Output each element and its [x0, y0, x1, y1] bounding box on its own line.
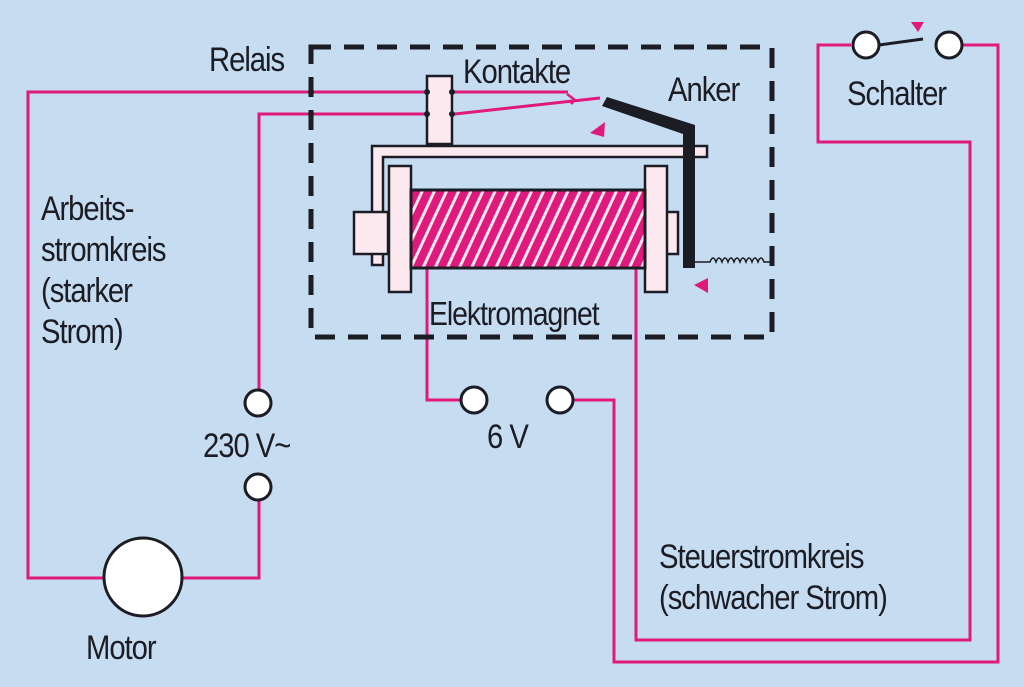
bobbin-flange-left [387, 164, 413, 294]
wire-ac-to-lower-contact [257, 96, 601, 390]
arrow-contact-icon [590, 122, 605, 137]
wire-6v-to-switch [574, 43, 1000, 664]
relay-box [308, 44, 775, 340]
dc-terminal-left [459, 385, 489, 415]
arrow-switch-icon [911, 22, 924, 32]
bobbin-flange-right [643, 164, 669, 294]
wire-coil-to-6v [425, 268, 460, 402]
label-voltage-dc: 6 V [487, 418, 529, 456]
work-circuit-wires [26, 90, 601, 580]
core-left [352, 210, 390, 256]
label-line: Arbeits- [41, 190, 135, 228]
label-arbeitsstromkreis: Arbeits- stromkreis (starker Strom) [41, 189, 186, 353]
label-motor: Motor [86, 629, 157, 667]
contact-post [425, 74, 454, 146]
wire-motor-to-ac [182, 500, 261, 580]
label-line: Strom) [41, 313, 124, 351]
relay-yoke [370, 144, 709, 267]
label-voltage-ac: 230 V~ [203, 427, 291, 465]
dc-terminal-right [545, 385, 575, 415]
arrow-armature-icon [694, 278, 708, 293]
label-anker: Anker [668, 71, 740, 109]
label-relais: Relais [209, 41, 285, 79]
label-kontakte: Kontakte [463, 53, 571, 91]
label-steuerstromkreis: Steuerstromkreis (schwacher Strom) [659, 537, 924, 619]
spring-icon [695, 257, 770, 265]
electromagnet-coil [409, 188, 647, 270]
label-line: (starker [41, 272, 133, 310]
label-schalter: Schalter [847, 75, 947, 113]
wire-upper-contact-to-motor [26, 90, 568, 580]
switch [851, 30, 964, 60]
label-line: Steuerstromkreis [659, 538, 865, 576]
label-line: stromkreis [41, 231, 167, 269]
wire-switch-to-coil [634, 43, 972, 642]
ac-terminal-bottom [243, 472, 273, 502]
motor-icon [102, 536, 184, 618]
armature [602, 97, 695, 268]
label-elektromagnet: Elektromagnet [429, 295, 600, 332]
contact-tip [566, 93, 577, 105]
switch-terminal-right [934, 30, 964, 60]
control-circuit-wires [425, 43, 1000, 664]
label-line: (schwacher Strom) [659, 579, 888, 617]
switch-terminal-left [851, 30, 881, 60]
ac-terminal-top [243, 388, 273, 418]
